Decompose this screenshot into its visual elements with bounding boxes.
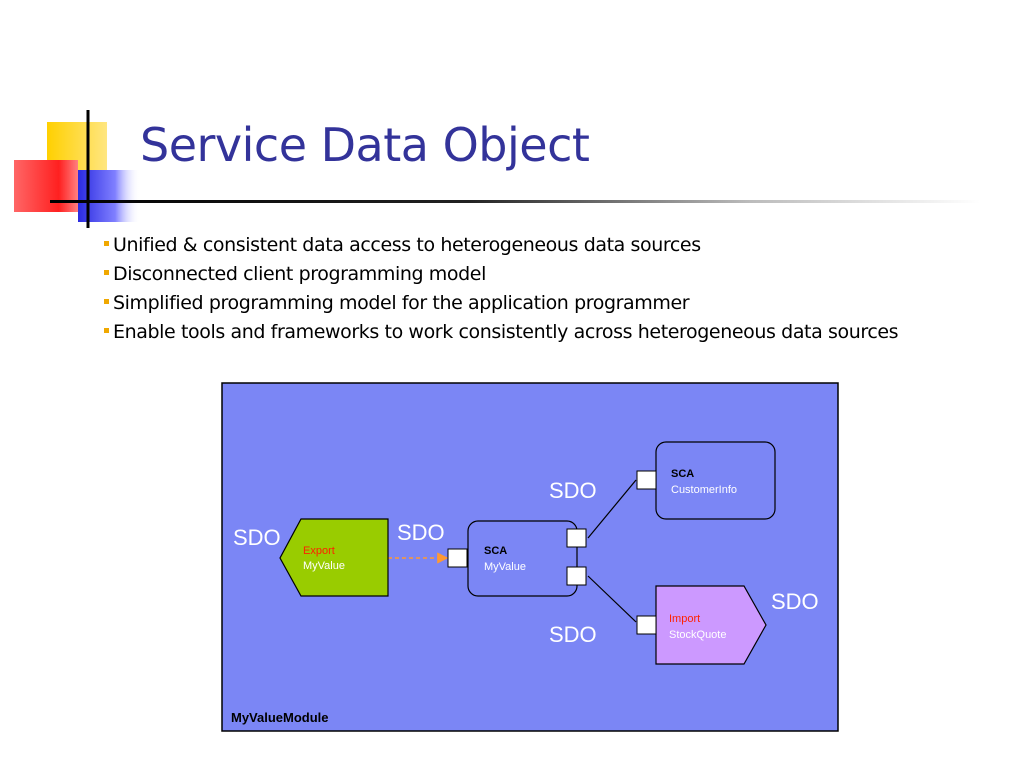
- customerinfo-name-label: CustomerInfo: [671, 484, 737, 496]
- bullet-marker-icon: [104, 270, 109, 275]
- import-kind-label: Import: [669, 613, 700, 625]
- import-shape: [655, 585, 767, 665]
- sdo-label: SDO: [549, 622, 597, 647]
- wire-to-customerinfo: [587, 479, 637, 539]
- logo-red-square: [14, 160, 78, 212]
- sdo-label: SDO: [233, 525, 281, 550]
- slide-logo: [14, 110, 140, 228]
- bullet-text: Disconnected client programming model: [113, 263, 486, 285]
- bullet-item: Disconnected client programming model: [104, 263, 898, 292]
- bullet-text: Enable tools and frameworks to work cons…: [113, 321, 899, 343]
- component-customerinfo-box: [655, 441, 776, 520]
- bullet-item: Simplified programming model for the app…: [104, 292, 898, 321]
- sca-module-diagram: Export MyValue SCA MyValue SCA CustomerI…: [221, 382, 839, 732]
- customerinfo-kind-label: SCA: [671, 468, 694, 480]
- slide-title: Service Data Object: [140, 118, 590, 172]
- export-shape: [279, 518, 389, 597]
- component-reference-port-top: [566, 528, 587, 548]
- component-kind-label: SCA: [484, 545, 507, 557]
- export-name-label: MyValue: [303, 560, 345, 572]
- customerinfo-service-port: [636, 470, 657, 490]
- bullet-list: Unified & consistent data access to hete…: [104, 234, 899, 350]
- export-kind-label: Export: [303, 545, 335, 557]
- component-name-label: MyValue: [484, 561, 526, 573]
- title-divider: [50, 200, 980, 203]
- component-service-port: [447, 548, 468, 568]
- bullet-text: Simplified programming model for the app…: [113, 292, 690, 314]
- bullet-marker-icon: [104, 328, 109, 333]
- module-name-label: MyValueModule: [231, 710, 329, 725]
- bullet-item: Enable tools and frameworks to work cons…: [104, 321, 899, 350]
- component-reference-port-bottom: [566, 566, 587, 586]
- sdo-label: SDO: [397, 520, 445, 545]
- bullet-text: Unified & consistent data access to hete…: [113, 234, 701, 256]
- component-myvalue-box: [467, 520, 578, 597]
- bullet-marker-icon: [104, 299, 109, 304]
- import-service-port: [636, 615, 657, 635]
- sdo-label: SDO: [771, 589, 819, 614]
- import-name-label: StockQuote: [669, 629, 726, 641]
- bullet-item: Unified & consistent data access to hete…: [104, 234, 898, 263]
- sdo-label: SDO: [549, 478, 597, 503]
- bullet-marker-icon: [104, 241, 109, 246]
- wire-to-stockquote: [587, 575, 637, 623]
